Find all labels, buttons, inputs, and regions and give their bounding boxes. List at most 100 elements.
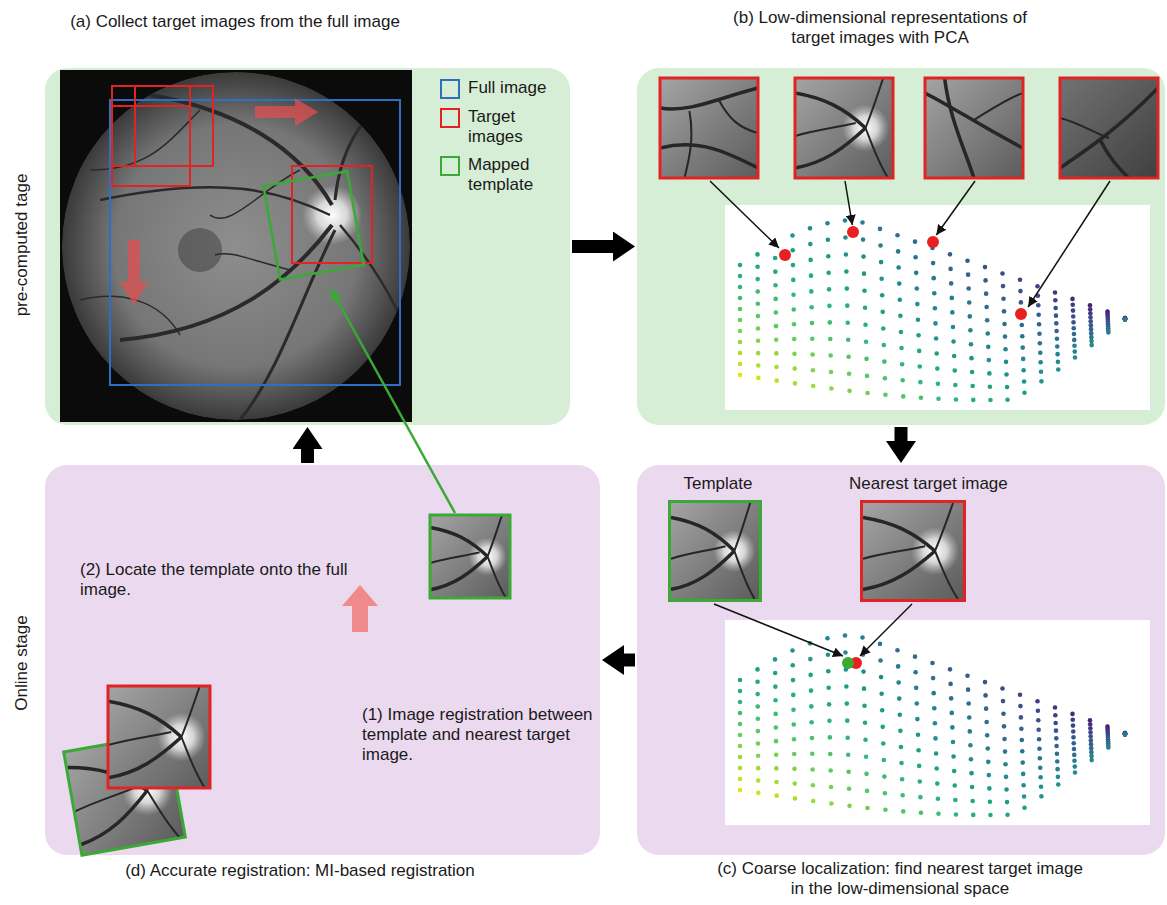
- scatter-dot: [883, 791, 888, 796]
- vessel: [935, 551, 958, 599]
- scatter-dot: [1001, 699, 1006, 704]
- scatter-dot: [985, 733, 990, 738]
- target-point: [779, 249, 791, 261]
- scatter-dot: [988, 384, 993, 389]
- scatter-dot: [1071, 729, 1076, 734]
- scatter-dot: [880, 708, 885, 713]
- scatter-dot: [1005, 397, 1010, 402]
- scatter-dot: [948, 267, 953, 272]
- vessel: [935, 503, 953, 551]
- scatter-dot: [756, 791, 761, 796]
- scatter-dot: [880, 725, 885, 730]
- scatter-dot: [1071, 326, 1076, 331]
- scatter-dot: [756, 376, 761, 381]
- vessel: [719, 100, 758, 133]
- scatter-dot: [811, 368, 816, 373]
- scatter-dot: [829, 801, 834, 806]
- scatter-dot: [829, 370, 834, 375]
- svg-g: [660, 78, 758, 178]
- scatter-dot: [844, 684, 849, 689]
- scatter-dot: [774, 752, 779, 757]
- text-holder: Template: [641, 474, 795, 494]
- scatter-dot: [953, 798, 958, 803]
- scatter-dot: [985, 746, 990, 751]
- scatter-dot: [1054, 728, 1059, 733]
- panel-illustration: [45, 465, 600, 855]
- scatter-dot: [932, 706, 937, 711]
- retina-thumbnail: [430, 515, 510, 598]
- scatter-dot: [738, 285, 743, 290]
- scatter-dot: [1018, 693, 1023, 698]
- vessel: [73, 790, 155, 844]
- scatter-dot: [988, 799, 993, 804]
- scatter-dot: [810, 736, 815, 741]
- scatter-dot: [810, 321, 815, 326]
- vessel: [72, 787, 138, 812]
- scatter-dot: [809, 688, 814, 693]
- thumbnail-ground: [863, 503, 963, 599]
- vessel: [863, 546, 925, 558]
- scatter-dot: [984, 305, 989, 310]
- scatter-dot: [865, 789, 870, 794]
- scatter-dot: [915, 302, 920, 307]
- scatter-dot: [1021, 368, 1026, 373]
- scatter-dot: [843, 633, 848, 638]
- scatter-dot: [774, 793, 779, 798]
- svg-g: [925, 78, 1023, 178]
- retina-thumbnail: [863, 503, 963, 599]
- scatter-dot: [756, 301, 761, 306]
- scatter-dot: [1055, 751, 1060, 756]
- scatter-dot: [1022, 379, 1027, 384]
- scatter-dot: [1089, 738, 1094, 743]
- leader-line: [331, 289, 455, 513]
- vessel: [488, 557, 506, 599]
- scatter-dot: [984, 291, 989, 296]
- scatter-dot: [968, 729, 973, 734]
- scatter-dot: [1037, 331, 1042, 336]
- scatter-dot: [829, 386, 834, 391]
- scatter-dot: [792, 737, 797, 742]
- vessel: [1099, 138, 1128, 178]
- scatter-dot: [969, 356, 974, 361]
- scatter-dot: [1001, 296, 1006, 301]
- scatter-dot: [1020, 345, 1025, 350]
- scatter-dot: [1056, 782, 1061, 787]
- scatter-dot: [825, 221, 830, 226]
- vessel: [660, 88, 758, 109]
- thumbnail-frame: [795, 78, 893, 178]
- step-arrow: [342, 585, 378, 632]
- scatter-dot: [790, 648, 795, 653]
- flow-arrow: [301, 449, 314, 463]
- scatter-dot: [988, 398, 993, 403]
- scatter-dot: [774, 378, 779, 383]
- scatter-dot: [846, 769, 851, 774]
- thumbnail-frame: [430, 515, 510, 598]
- scatter-dot: [774, 725, 779, 730]
- scatter-dot: [896, 265, 901, 270]
- thumbnail-ground: [430, 515, 510, 598]
- scatter-dot: [1019, 726, 1024, 731]
- scatter-dot: [934, 336, 939, 341]
- scatter-dot: [773, 269, 778, 274]
- scatter-dot: [738, 340, 743, 345]
- scatter-dot: [847, 371, 852, 376]
- vessel: [671, 546, 726, 558]
- text-holder: (b) Low-dimensional representations of t…: [715, 8, 1045, 48]
- scatter-dot: [773, 684, 778, 689]
- scatter-dot: [914, 286, 919, 291]
- scatter-dot: [1020, 334, 1025, 339]
- panel-illustration: [637, 68, 1165, 425]
- scatter-dot: [1038, 756, 1043, 761]
- scatter-dot: [773, 671, 778, 676]
- scatter-dot: [1035, 284, 1040, 289]
- scatter-dot: [949, 711, 954, 716]
- image-box: Nearest target image: [860, 500, 966, 602]
- scatter-dot: [826, 254, 831, 259]
- scatter-dot: [1123, 732, 1128, 737]
- scatter-dot: [1055, 759, 1060, 764]
- scatter-dot: [809, 305, 814, 310]
- flow-arrow: [624, 654, 635, 667]
- thumbnail-ground: [660, 78, 758, 178]
- scatter-dot: [860, 635, 865, 640]
- scatter-dot: [954, 397, 959, 402]
